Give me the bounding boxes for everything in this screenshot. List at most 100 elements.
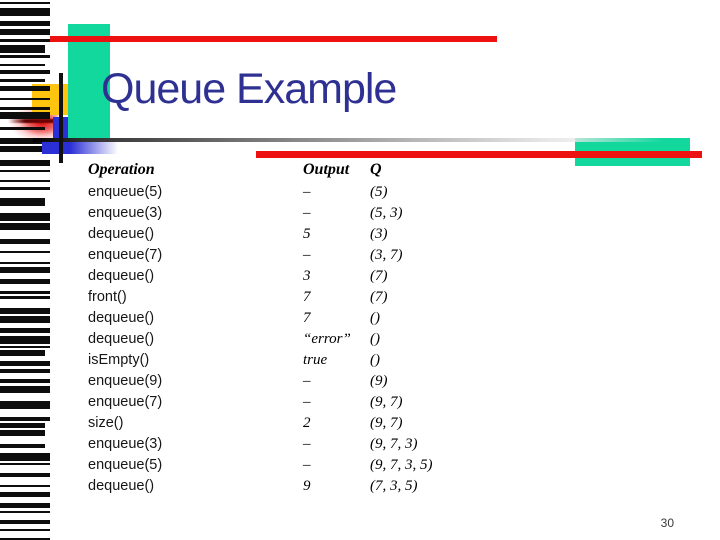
barcode-stripe <box>0 146 50 152</box>
barcode-stripe <box>0 328 50 333</box>
operation-cell: size() <box>88 415 124 431</box>
table-row: dequeue() 5 (3) <box>88 226 508 247</box>
barcode-stripe <box>0 70 50 74</box>
barcode-stripe <box>0 279 50 284</box>
operation-cell: isEmpty() <box>88 352 150 368</box>
barcode-stripe <box>0 308 50 314</box>
barcode-stripe <box>0 291 50 294</box>
page-title: Queue Example <box>101 65 397 113</box>
blue-bar-decoration <box>42 141 70 154</box>
output-cell: – <box>303 394 311 410</box>
barcode-stripe <box>0 223 50 230</box>
table-row: enqueue(9) – (9) <box>88 373 508 394</box>
output-cell: – <box>303 436 311 452</box>
queue-state-cell: (5) <box>370 184 388 200</box>
queue-state-cell: (9, 7) <box>370 415 403 431</box>
output-cell: – <box>303 373 311 389</box>
queue-state-cell: (5, 3) <box>370 205 403 221</box>
barcode-stripe <box>0 538 50 540</box>
barcode-stripe <box>0 379 50 383</box>
barcode-decoration <box>0 0 52 540</box>
barcode-stripe <box>0 251 50 253</box>
output-cell: – <box>303 205 311 221</box>
table-row: enqueue(3) – (5, 3) <box>88 205 508 226</box>
barcode-stripe <box>0 213 50 221</box>
table-row: front() 7 (7) <box>88 289 508 310</box>
barcode-stripe <box>0 8 50 16</box>
barcode-stripe <box>0 453 50 461</box>
table-row: dequeue() 3 (7) <box>88 268 508 289</box>
barcode-stripe <box>0 160 50 166</box>
operation-cell: enqueue(3) <box>88 205 163 221</box>
barcode-stripe <box>0 444 45 448</box>
operation-cell: dequeue() <box>88 331 155 347</box>
barcode-stripe <box>0 417 50 421</box>
barcode-stripe <box>0 55 50 58</box>
page-number: 30 <box>660 516 674 530</box>
top-red-line-decoration <box>50 36 497 42</box>
red-glow-core-decoration <box>8 119 58 123</box>
barcode-stripe <box>0 511 50 513</box>
barcode-stripe <box>0 29 50 35</box>
table-row: enqueue(5) – (5) <box>88 184 508 205</box>
barcode-stripe <box>0 492 50 497</box>
operation-cell: dequeue() <box>88 478 155 494</box>
queue-state-cell: () <box>370 331 380 347</box>
operation-cell: dequeue() <box>88 268 155 284</box>
table-row: enqueue(7) – (9, 7) <box>88 394 508 415</box>
output-cell: “error” <box>303 331 351 347</box>
table-body: enqueue(5) – (5) enqueue(3) – (5, 3) deq… <box>88 184 508 499</box>
output-cell: – <box>303 457 311 473</box>
black-vertical-line-decoration <box>59 73 63 163</box>
gray-gradient-line-decoration <box>33 138 663 142</box>
queue-operations-table: Operation Output Q enqueue(5) – (5) enqu… <box>88 161 508 499</box>
table-row: enqueue(3) – (9, 7, 3) <box>88 436 508 457</box>
operation-cell: enqueue(9) <box>88 373 163 389</box>
barcode-stripe <box>0 39 50 42</box>
barcode-stripe <box>0 336 50 344</box>
blue-fade-decoration <box>70 141 118 154</box>
barcode-stripe <box>0 350 45 356</box>
operation-cell: enqueue(5) <box>88 457 163 473</box>
output-cell: 5 <box>303 226 311 242</box>
queue-state-cell: (9, 7) <box>370 394 403 410</box>
queue-state-cell: () <box>370 352 380 368</box>
table-row: isEmpty() true () <box>88 352 508 373</box>
queue-state-cell: (3, 7) <box>370 247 403 263</box>
barcode-stripe <box>0 423 45 428</box>
table-row: enqueue(5) – (9, 7, 3, 5) <box>88 457 508 478</box>
barcode-stripe <box>0 187 50 190</box>
barcode-stripe <box>0 361 50 366</box>
output-cell: 7 <box>303 310 311 326</box>
barcode-stripe <box>0 369 50 373</box>
barcode-stripe <box>0 2 50 4</box>
queue-state-cell: () <box>370 310 380 326</box>
table-header-row: Operation Output Q <box>88 161 508 184</box>
output-cell: 9 <box>303 478 311 494</box>
output-cell: true <box>303 352 328 368</box>
barcode-stripe <box>0 485 50 487</box>
queue-state-cell: (9) <box>370 373 388 389</box>
table-row: size() 2 (9, 7) <box>88 415 508 436</box>
output-cell: 2 <box>303 415 311 431</box>
barcode-stripe <box>0 86 50 91</box>
barcode-stripe <box>0 138 50 144</box>
column-header-q: Q <box>370 161 382 178</box>
table-row: enqueue(7) – (3, 7) <box>88 247 508 268</box>
column-header-operation: Operation <box>88 161 155 178</box>
operation-cell: enqueue(7) <box>88 394 163 410</box>
barcode-stripe <box>0 262 50 264</box>
operation-cell: dequeue() <box>88 310 155 326</box>
column-header-output: Output <box>303 161 350 178</box>
queue-state-cell: (9, 7, 3, 5) <box>370 457 433 473</box>
barcode-stripe <box>0 430 45 436</box>
barcode-stripe <box>0 267 50 273</box>
barcode-stripe <box>0 170 50 172</box>
barcode-stripe <box>0 198 45 206</box>
operation-cell: enqueue(5) <box>88 184 163 200</box>
barcode-stripe <box>0 473 50 477</box>
barcode-stripe <box>0 316 50 323</box>
barcode-stripe <box>0 401 50 409</box>
barcode-stripe <box>0 64 45 66</box>
